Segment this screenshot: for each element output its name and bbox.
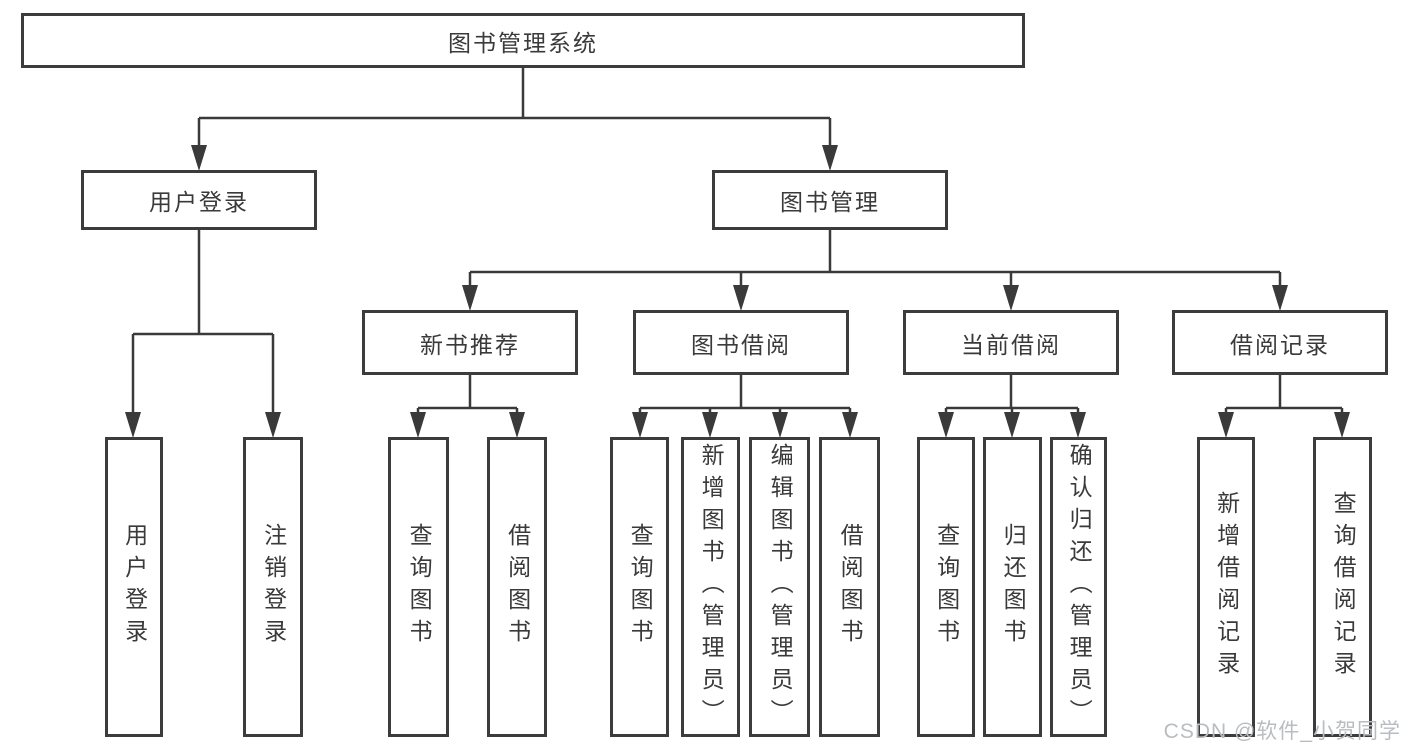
node-borrow-records: 借阅记录 [1172,310,1388,375]
leaf-borrow-books-label: 借阅图书 [837,523,864,651]
node-new-book-recommend-label: 新书推荐 [420,331,520,358]
connector-root-to-level2 [197,68,832,146]
connector-book-management-to-level3 [468,230,1282,286]
connector-user-login-to-leaves [131,230,275,412]
connector-book-borrow-to-leaves [638,375,852,412]
leaf-borrow-books: 借阅图书 [819,437,880,737]
leaf-current-query-books-label: 查询图书 [933,523,960,651]
leaf-borrow-query-books: 查询图书 [610,437,669,737]
connector-new-book-to-leaves [416,375,519,412]
leaf-return-books: 归还图书 [983,437,1042,737]
connector-current-borrow-to-leaves [944,375,1080,412]
node-current-borrow: 当前借阅 [903,310,1119,375]
leaf-recommend-borrow-books-label: 借阅图书 [504,523,531,651]
watermark: CSDN @软件_小贺同学 [1163,720,1401,743]
leaf-logout: 注销登录 [243,437,303,737]
leaf-recommend-query-books-label: 查询图书 [406,523,433,651]
node-book-management-label: 图书管理 [780,189,880,215]
leaf-confirm-return-admin-label: 确认归还（管理员） [1066,443,1093,731]
leaf-borrow-query-books-label: 查询图书 [627,523,654,651]
node-root: 图书管理系统 [21,13,1025,68]
leaf-logout-label: 注销登录 [260,523,287,651]
leaf-user-login-label: 用户登录 [121,523,148,651]
leaf-query-borrow-record-label: 查询借阅记录 [1330,491,1357,683]
leaf-add-borrow-record: 新增借阅记录 [1197,437,1255,737]
leaf-return-books-label: 归还图书 [1000,523,1027,651]
node-current-borrow-label: 当前借阅 [961,331,1061,358]
leaf-edit-books-admin: 编辑图书（管理员） [749,437,810,737]
leaf-query-borrow-record: 查询借阅记录 [1313,437,1372,737]
node-book-borrow-label: 图书借阅 [691,331,791,358]
node-new-book-recommend: 新书推荐 [362,310,578,375]
node-book-borrow: 图书借阅 [633,310,849,375]
leaf-current-query-books: 查询图书 [917,437,975,737]
leaf-add-books-admin: 新增图书（管理员） [681,437,740,737]
leaf-add-books-admin-label: 新增图书（管理员） [698,443,725,731]
connector-borrow-records-to-leaves [1224,375,1344,412]
leaf-confirm-return-admin: 确认归还（管理员） [1050,437,1107,737]
leaf-recommend-query-books: 查询图书 [388,437,449,737]
node-borrow-records-label: 借阅记录 [1230,331,1330,358]
node-user-login-label: 用户登录 [149,189,249,215]
arrowheads [125,145,1350,438]
node-book-management: 图书管理 [712,170,948,230]
leaf-edit-books-admin-label: 编辑图书（管理员） [767,443,794,731]
leaf-add-borrow-record-label: 新增借阅记录 [1213,491,1240,683]
leaf-recommend-borrow-books: 借阅图书 [487,437,547,737]
leaf-user-login: 用户登录 [105,437,163,737]
node-root-label: 图书管理系统 [448,29,598,56]
node-user-login: 用户登录 [81,170,317,230]
